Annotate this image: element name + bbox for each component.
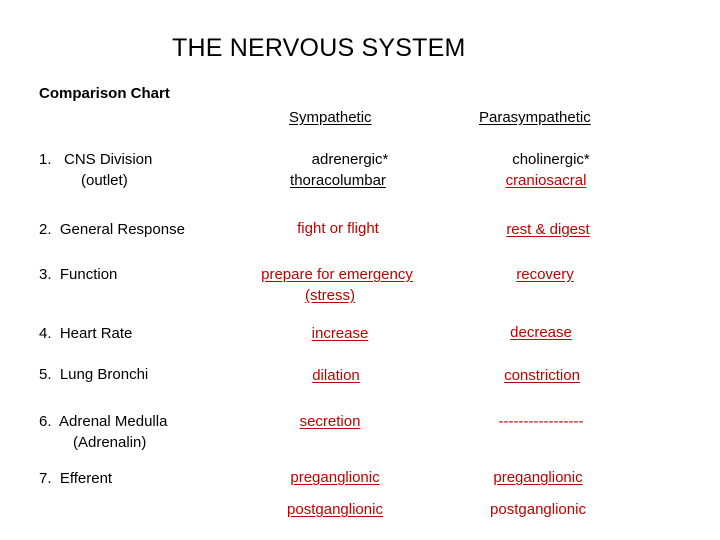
cell-line: preganglionic — [290, 469, 380, 486]
cell-sympathetic-lung-bronchi: dilation — [290, 368, 382, 383]
cell-parasympathetic-heart-rate: decrease — [496, 325, 586, 340]
cell-sympathetic-function: prepare for emergency (stress) — [246, 267, 428, 303]
cell-line: recovery — [516, 266, 574, 283]
cell-line: dilation — [312, 367, 360, 384]
cell-parasympathetic-adrenal-medulla: ----------------- — [486, 414, 596, 429]
cell-sympathetic-adrenal-medulla: secretion — [284, 414, 376, 429]
cell-line: decrease — [510, 324, 572, 341]
cell-sympathetic-cns-division: adrenergic* thoracolumbar — [270, 152, 406, 188]
cell-line: secretion — [299, 413, 361, 430]
cell-parasympathetic-lung-bronchi: constriction — [484, 368, 600, 383]
row-label-text: 1. CNS Division — [39, 151, 153, 168]
column-header-parasympathetic: Parasympathetic — [479, 109, 591, 126]
cell-parasympathetic-function: recovery — [500, 267, 590, 282]
cell-line: prepare for emergency — [261, 266, 413, 283]
cell-sympathetic-heart-rate: increase — [290, 326, 390, 341]
cell-line: adrenergic* — [311, 151, 389, 168]
row-label-heart-rate: 4. Heart Rate — [39, 325, 133, 342]
cell-parasympathetic-general-response: rest & digest — [490, 222, 606, 237]
row-label-text: 6. Adrenal Medulla — [39, 413, 168, 430]
cell-line: postganglionic — [490, 501, 586, 518]
row-label-efferent: 7. Efferent — [39, 470, 113, 487]
cell-sympathetic-general-response: fight or flight — [270, 221, 406, 236]
row-label-function: 3. Function — [39, 266, 118, 283]
cell-line: thoracolumbar — [290, 172, 386, 189]
cell-line: preganglionic — [493, 469, 583, 486]
row-label-adrenal-medulla: 6. Adrenal Medulla (Adrenalin) — [39, 414, 167, 450]
row-label-subtext: (Adrenalin) — [73, 434, 147, 451]
row-label-lung-bronchi: 5. Lung Bronchi — [39, 366, 149, 383]
cell-line: ----------------- — [498, 413, 584, 430]
row-label-general-response: 2. General Response — [39, 221, 185, 238]
cell-sympathetic-efferent: preganglionic postganglionic — [276, 470, 394, 517]
cell-line: postganglionic — [287, 501, 383, 518]
cell-line: constriction — [504, 367, 580, 384]
row-label-subtext: (outlet) — [81, 172, 128, 189]
cell-line: rest & digest — [506, 221, 590, 238]
cell-line: cholinergic* — [512, 151, 590, 168]
column-header-sympathetic: Sympathetic — [289, 109, 372, 126]
cell-parasympathetic-cns-division: cholinergic* craniosacral — [490, 152, 602, 188]
cell-line: fight or flight — [297, 220, 379, 237]
cell-line: (stress) — [305, 287, 355, 304]
cell-line: increase — [311, 325, 369, 342]
page-title: THE NERVOUS SYSTEM — [172, 34, 466, 62]
chart-subtitle: Comparison Chart — [39, 85, 170, 102]
cell-line: craniosacral — [505, 172, 587, 189]
cell-parasympathetic-efferent: preganglionic postganglionic — [480, 470, 596, 517]
row-label-cns-division: 1. CNS Division (outlet) — [39, 152, 152, 188]
